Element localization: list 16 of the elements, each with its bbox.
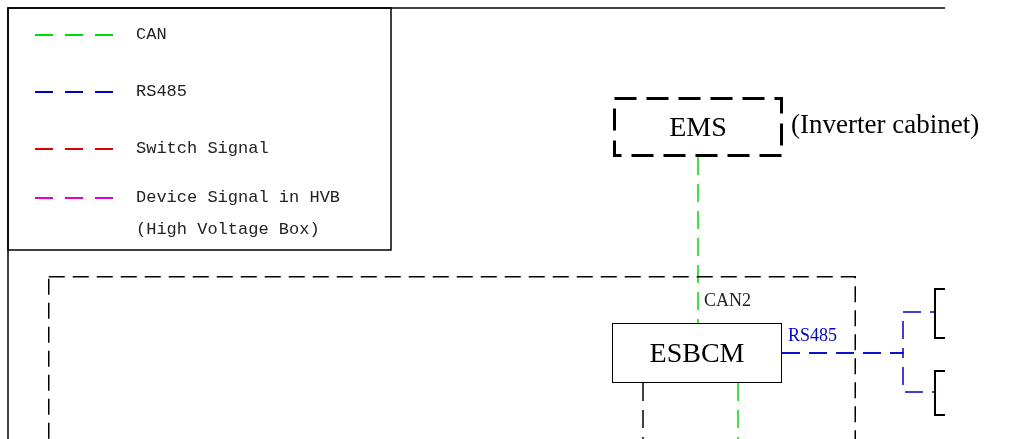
system-box [613, 97, 783, 157]
device-box [934, 288, 945, 339]
connector-line [737, 382, 739, 439]
legend-label: CAN [136, 24, 168, 46]
node-label: EMS [669, 111, 727, 143]
legend-label: RS485 [136, 81, 188, 103]
legend-label: Switch Signal [136, 138, 270, 160]
connector-line [781, 352, 935, 393]
connector-line [697, 156, 699, 324]
legend-label: Device Signal in HVB (High Voltage Box) [136, 187, 342, 241]
node-label: ESBCM [649, 337, 745, 369]
node-caption: (Inverter cabinet) [791, 109, 980, 140]
cabinet-region [48, 276, 856, 439]
connector-line [642, 382, 644, 439]
device-box [934, 370, 945, 416]
controller-box [612, 323, 782, 383]
